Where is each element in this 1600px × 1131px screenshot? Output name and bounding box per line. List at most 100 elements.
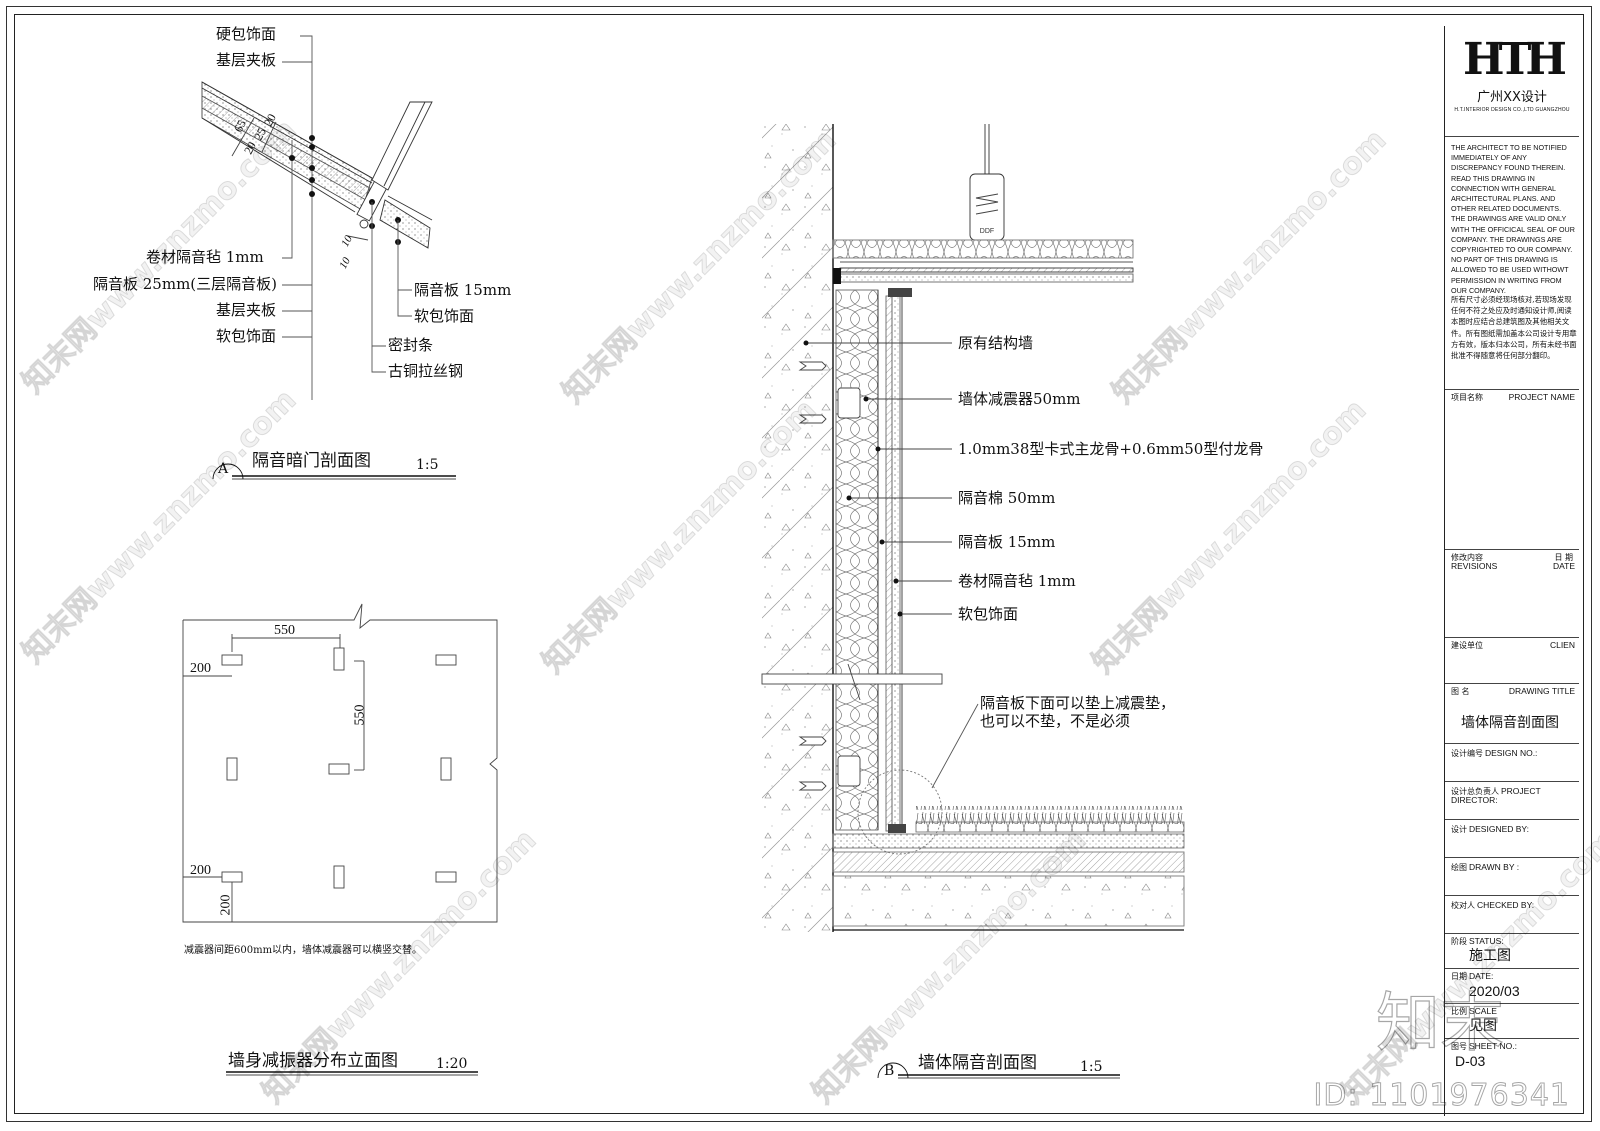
divider bbox=[1445, 549, 1579, 550]
field-label-cn: 设计编号 bbox=[1451, 749, 1483, 758]
label-existing-structural-wall: 原有结构墙 bbox=[958, 334, 1034, 352]
field-label-cn: 图 名 bbox=[1451, 687, 1470, 696]
drawing-title-value: 墙体隔音剖面图 bbox=[1461, 715, 1559, 731]
notice-english: THE ARCHITECT TO BE NOTIFIED IMMEDIATELY… bbox=[1451, 143, 1575, 295]
divider bbox=[1445, 637, 1579, 638]
label-acoustic-board-15: 隔音板 15mm bbox=[414, 281, 512, 299]
label-seal-strip: 密封条 bbox=[388, 336, 434, 354]
divider bbox=[1445, 683, 1579, 684]
field-label-cn: 修改内容 bbox=[1451, 553, 1483, 562]
callout-line-2: 也可以不垫，不是必须 bbox=[980, 712, 1131, 730]
company-name: 广州XX设计 bbox=[1477, 90, 1547, 105]
label-acoustic-felt: 卷材隔音毡 1mm bbox=[146, 248, 264, 266]
divider bbox=[1445, 968, 1579, 969]
id-watermark: ID: 1101976341 bbox=[1313, 1078, 1570, 1114]
label-soft-upholstery: 软包饰面 bbox=[958, 605, 1019, 623]
logo-mark-icon: HTH bbox=[1463, 34, 1567, 85]
dim-200-left-bottom: 200 bbox=[190, 863, 211, 878]
label-acoustic-board: 隔音板 15mm bbox=[958, 533, 1056, 551]
field-label-en: CLIEN bbox=[1549, 640, 1575, 650]
field-label-en: DRAWING TITLE bbox=[1508, 686, 1575, 696]
field-label-en: DESIGNED BY: bbox=[1469, 824, 1529, 834]
drawing-elev-scale: 1:20 bbox=[436, 1056, 468, 1072]
divider bbox=[1445, 1003, 1579, 1004]
field-drawing-title: 图 名 DRAWING TITLE bbox=[1451, 687, 1575, 696]
label-hard-upholstery: 硬包饰面 bbox=[216, 25, 277, 43]
hanger-tag: DDF bbox=[980, 228, 994, 235]
label-bronze-brushed-steel: 古铜拉丝钢 bbox=[388, 362, 464, 380]
drawing-a-title: 隔音暗门剖面图 bbox=[252, 451, 371, 471]
label-base-plywood-bottom: 基层夹板 bbox=[216, 301, 277, 319]
divider bbox=[1445, 819, 1579, 820]
field-label-en: SCALE bbox=[1469, 1006, 1497, 1016]
dim-550-vertical: 550 bbox=[352, 704, 368, 726]
section-marker-b: B bbox=[884, 1063, 895, 1079]
field-label-en: STATUS: bbox=[1469, 936, 1504, 946]
field-label-en: SHEET NO.: bbox=[1469, 1041, 1518, 1051]
wall-section-b: DDF bbox=[761, 124, 1185, 1079]
section-marker-a: A bbox=[218, 461, 229, 477]
date-label-en: DATE bbox=[1552, 561, 1575, 571]
field-label-cn: 校对人 bbox=[1451, 901, 1475, 910]
divider bbox=[1445, 136, 1579, 137]
title-block: HTH 广州XX设计 H.T.INTERIOR DESIGN CO.,LTD G… bbox=[1444, 26, 1579, 1116]
label-soft-upholstery-right: 软包饰面 bbox=[414, 307, 475, 325]
company-logo: HTH 广州XX设计 H.T.INTERIOR DESIGN CO.,LTD G… bbox=[1445, 34, 1579, 114]
field-label-en: DESIGN NO.: bbox=[1485, 748, 1538, 758]
drawing-elev-title: 墙身减振器分布立面图 bbox=[228, 1051, 398, 1071]
door-section-a bbox=[201, 35, 456, 480]
scale-value: 见图 bbox=[1469, 1018, 1497, 1034]
label-acoustic-felt: 卷材隔音毡 1mm bbox=[958, 572, 1076, 590]
label-keel-system: 1.0mm38型卡式主龙骨+0.6mm50型付龙骨 bbox=[958, 440, 1264, 458]
field-client: 建设单位 CLIEN bbox=[1451, 641, 1575, 650]
field-label-en: PROJECT DIRECTOR: bbox=[1451, 786, 1541, 805]
field-label-en: CHECKED BY: bbox=[1477, 900, 1535, 910]
field-label-cn: 比例 bbox=[1451, 1007, 1467, 1016]
elevation-panel bbox=[182, 603, 498, 1076]
status-value: 施工图 bbox=[1469, 948, 1511, 964]
label-wall-damper: 墙体减震器50mm bbox=[958, 390, 1081, 408]
company-name-en: H.T.INTERIOR DESIGN CO.,LTD GUANGZHOU bbox=[1454, 107, 1570, 113]
divider bbox=[1445, 1038, 1579, 1039]
label-soft-upholstery: 软包饰面 bbox=[216, 327, 277, 345]
field-label-cn: 项目名称 bbox=[1451, 393, 1483, 402]
dim-200-bottom: 200 bbox=[218, 894, 234, 916]
field-label-cn: 设计总负责人 bbox=[1451, 787, 1499, 796]
elevation-note: 减震器间距600mm以内，墙体减震器可以横竖交替。 bbox=[184, 945, 423, 956]
inner-border bbox=[14, 14, 1584, 1114]
field-label-en: REVISIONS bbox=[1451, 561, 1498, 571]
brand-watermark: 知末 bbox=[1375, 986, 1504, 1061]
field-project-name: 项目名称 PROJECT NAME bbox=[1451, 393, 1575, 402]
field-label-en: PROJECT NAME bbox=[1508, 392, 1575, 402]
date-label-cn: 日 期 bbox=[1554, 553, 1573, 562]
callout-line-1: 隔音板下面可以垫上减震垫， bbox=[980, 694, 1176, 712]
field-label-cn: 设计 bbox=[1451, 825, 1467, 834]
field-label-en: DATE: bbox=[1469, 971, 1494, 981]
drawing-a-scale: 1:5 bbox=[416, 457, 439, 473]
field-label-cn: 绘图 bbox=[1451, 863, 1467, 872]
dim-200-left-top: 200 bbox=[190, 661, 211, 676]
outer-border bbox=[6, 6, 1592, 1122]
divider bbox=[1445, 781, 1579, 782]
field-label-cn: 图号 bbox=[1451, 1042, 1467, 1051]
divider bbox=[1445, 857, 1579, 858]
divider bbox=[1445, 895, 1579, 896]
date-value: 2020/03 bbox=[1469, 983, 1520, 999]
field-label-cn: 建设单位 bbox=[1451, 641, 1483, 650]
drawing-b-title: 墙体隔音剖面图 bbox=[918, 1053, 1037, 1073]
divider bbox=[1445, 933, 1579, 934]
label-base-plywood-top: 基层夹板 bbox=[216, 51, 277, 69]
notice-chinese: 所有尺寸必须经现场核对,若现场发现任何不符之处应及时通知设计师,阅读本图时应结合… bbox=[1451, 295, 1577, 361]
dim-550-horizontal: 550 bbox=[274, 623, 295, 638]
field-label-en: DRAWN BY : bbox=[1469, 862, 1520, 872]
drawing-b-scale: 1:5 bbox=[1080, 1059, 1103, 1075]
